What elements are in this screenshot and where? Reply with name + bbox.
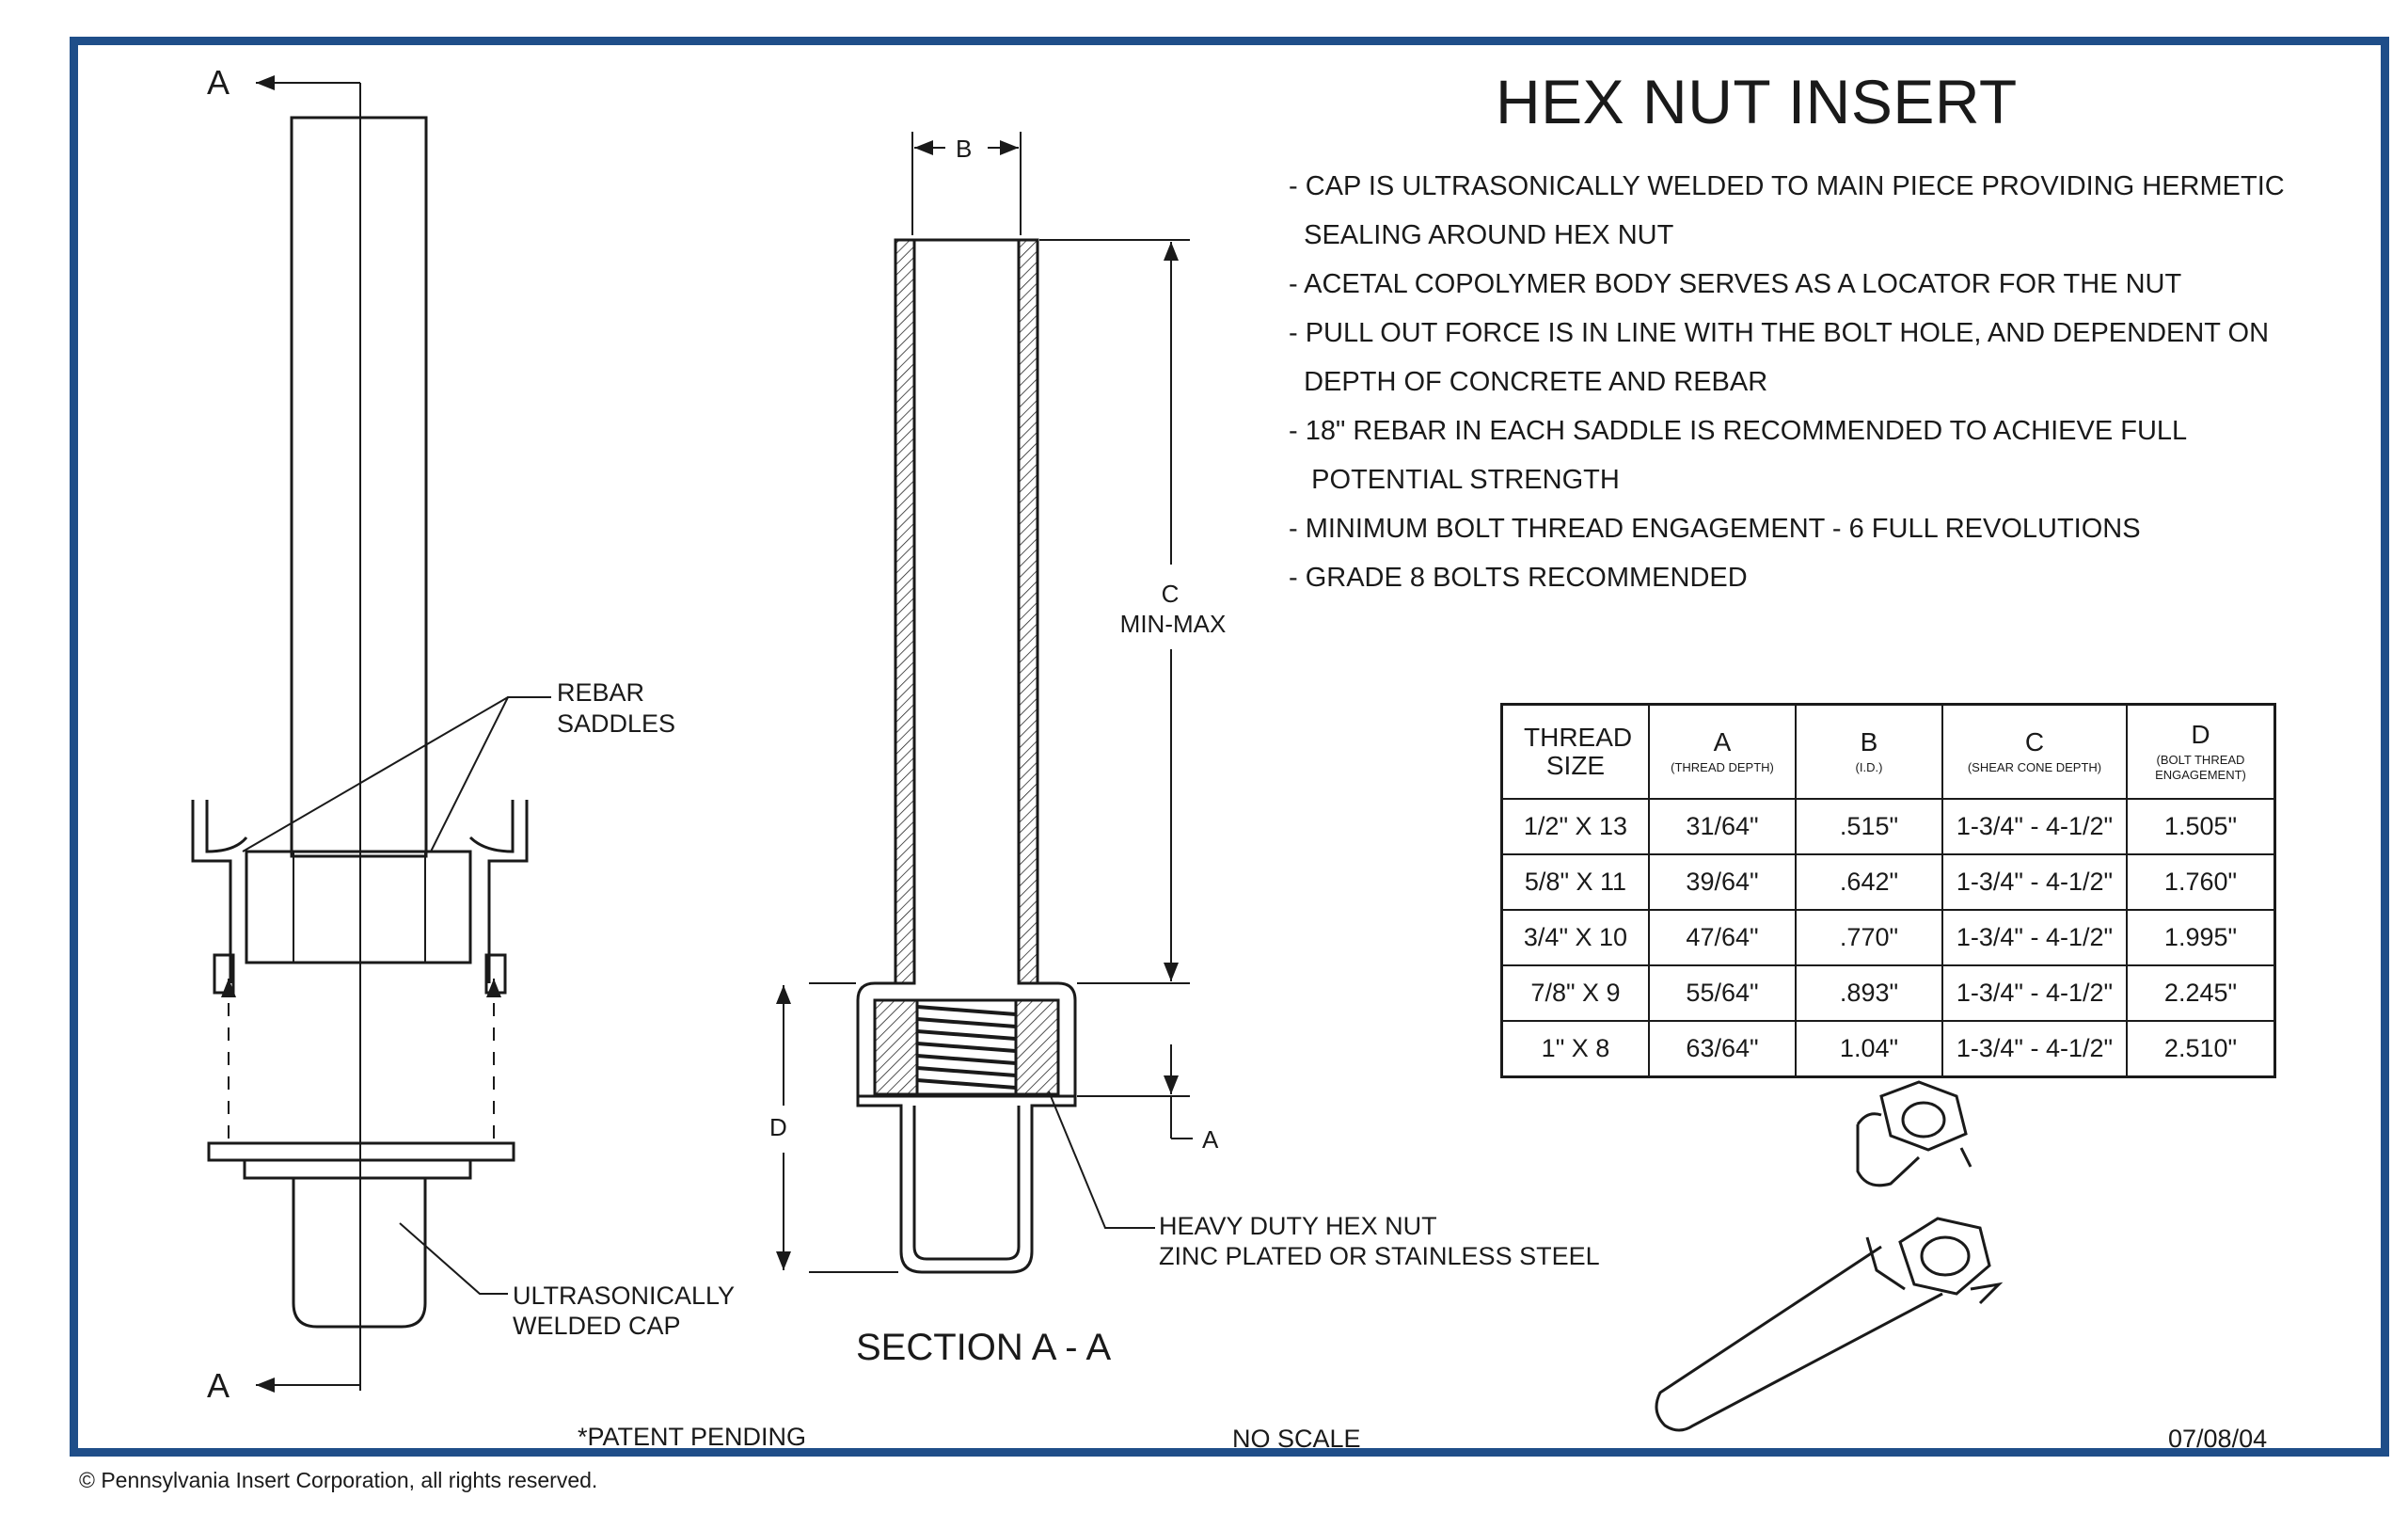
note-line: POTENTIAL STRENGTH bbox=[1289, 465, 1620, 495]
rebar-leader-2 bbox=[242, 696, 509, 852]
drawing-date: 07/08/04 bbox=[2168, 1425, 2268, 1453]
cap-label-line2: WELDED CAP bbox=[513, 1312, 681, 1340]
dim-c-sub-label: MIN-MAX bbox=[1120, 610, 1227, 638]
exterior-view bbox=[191, 75, 551, 1393]
cap-flange bbox=[207, 1141, 515, 1162]
table-cell: .770" bbox=[1795, 909, 1943, 966]
drawing-labels: A A B C MIN-MAX D A REBAR SADDLES ULTRAS… bbox=[207, 63, 1600, 1405]
cap-label-line1: ULTRASONICALLY bbox=[513, 1282, 735, 1310]
note-line: SEALING AROUND HEX NUT bbox=[1289, 220, 1674, 250]
section-view bbox=[776, 132, 1193, 1274]
insert-tube bbox=[290, 116, 428, 858]
nut-housing bbox=[856, 981, 1077, 1098]
header-c: C (SHEAR CONE DEPTH) bbox=[1941, 703, 2128, 800]
note-line: DEPTH OF CONCRETE AND REBAR bbox=[1289, 367, 1768, 397]
note-line: - PULL OUT FORCE IS IN LINE WITH THE BOL… bbox=[1289, 318, 2270, 348]
table-cell: .515" bbox=[1795, 798, 1943, 855]
note-line: - CAP IS ULTRASONICALLY WELDED TO MAIN P… bbox=[1289, 171, 2285, 201]
table-cell: .893" bbox=[1795, 964, 1943, 1022]
table-cell: 1-3/4" - 4-1/2" bbox=[1941, 1020, 2128, 1078]
table-cell: 39/64" bbox=[1648, 853, 1797, 911]
notes-list: - CAP IS ULTRASONICALLY WELDED TO MAIN P… bbox=[1289, 162, 2314, 602]
table-cell: 1-3/4" - 4-1/2" bbox=[1941, 909, 2128, 966]
rebar-saddle-left bbox=[191, 800, 232, 983]
header-a: A (THREAD DEPTH) bbox=[1648, 703, 1797, 800]
page-title: HEX NUT INSERT bbox=[1496, 67, 2018, 136]
table-row: 7/8" X 9 55/64" .893" 1-3/4" - 4-1/2" 2.… bbox=[1500, 964, 2276, 1022]
table-cell: 63/64" bbox=[1648, 1020, 1797, 1078]
section-label-top: A bbox=[207, 63, 230, 102]
table-cell: 2.510" bbox=[2126, 1020, 2276, 1078]
dim-c-label: C bbox=[1162, 580, 1180, 608]
note-line: - GRADE 8 BOLTS RECOMMENDED bbox=[1289, 563, 1748, 593]
patent-note: *PATENT PENDING bbox=[578, 1423, 807, 1451]
table-cell: 47/64" bbox=[1648, 909, 1797, 966]
note-line: - 18" REBAR IN EACH SADDLE IS RECOMMENDE… bbox=[1289, 416, 2188, 446]
hex-nut-body bbox=[245, 850, 472, 964]
table-row: 5/8" X 11 39/64" .642" 1-3/4" - 4-1/2" 1… bbox=[1500, 853, 2276, 911]
table-cell: 1.760" bbox=[2126, 853, 2276, 911]
nut-leader bbox=[1048, 1091, 1155, 1229]
header-b: B (I.D.) bbox=[1795, 703, 1943, 800]
table-cell: .642" bbox=[1795, 853, 1943, 911]
nut-label-line2: ZINC PLATED OR STAINLESS STEEL bbox=[1159, 1242, 1600, 1270]
tube-wall-left bbox=[894, 238, 916, 985]
table-cell: 1/2" X 13 bbox=[1500, 798, 1650, 855]
copyright-notice: © Pennsylvania Insert Corporation, all r… bbox=[79, 1468, 598, 1492]
table-cell: 1-3/4" - 4-1/2" bbox=[1941, 798, 2128, 855]
section-label-bottom: A bbox=[207, 1366, 230, 1405]
note-line: - MINIMUM BOLT THREAD ENGAGEMENT - 6 FUL… bbox=[1289, 514, 2141, 544]
dim-b-label: B bbox=[956, 135, 972, 163]
table-cell: 1-3/4" - 4-1/2" bbox=[1941, 964, 2128, 1022]
header-d: D (BOLT THREAD ENGAGEMENT) bbox=[2126, 703, 2276, 800]
cap-leader bbox=[399, 1222, 508, 1295]
spec-table: THREAD SIZE A (THREAD DEPTH) B (I.D.) C … bbox=[1500, 703, 2276, 1078]
table-row: 3/4" X 10 47/64" .770" 1-3/4" - 4-1/2" 1… bbox=[1500, 909, 2276, 966]
table-cell: 1" X 8 bbox=[1500, 1020, 1650, 1078]
table-cell: 1.995" bbox=[2126, 909, 2276, 966]
blue-border-frame bbox=[70, 37, 2389, 1457]
table-cell: 55/64" bbox=[1648, 964, 1797, 1022]
note-line: - ACETAL COPOLYMER BODY SERVES AS A LOCA… bbox=[1289, 269, 2182, 299]
dim-a-label: A bbox=[1202, 1125, 1219, 1154]
header-thread-size: THREAD SIZE bbox=[1500, 703, 1650, 800]
rebar-leader-1 bbox=[430, 696, 551, 852]
rebar-label-line2: SADDLES bbox=[557, 709, 675, 738]
table-row: 1" X 8 63/64" 1.04" 1-3/4" - 4-1/2" 2.51… bbox=[1500, 1020, 2276, 1078]
table-header-row: THREAD SIZE A (THREAD DEPTH) B (I.D.) C … bbox=[1500, 703, 2276, 800]
iso-cap-sketch bbox=[1856, 1080, 1972, 1187]
table-row: 1/2" X 13 31/64" .515" 1-3/4" - 4-1/2" 1… bbox=[1500, 798, 2276, 855]
iso-insert-sketch bbox=[1655, 1217, 2004, 1432]
table-cell: 1.04" bbox=[1795, 1020, 1943, 1078]
spec-table-wrapper: THREAD SIZE A (THREAD DEPTH) B (I.D.) C … bbox=[1500, 703, 2276, 1078]
section-title: SECTION A - A bbox=[856, 1327, 1112, 1368]
table-cell: 5/8" X 11 bbox=[1500, 853, 1650, 911]
tube-wall-right bbox=[1017, 238, 1039, 985]
table-cell: 2.245" bbox=[2126, 964, 2276, 1022]
rebar-label-line1: REBAR bbox=[557, 678, 644, 707]
welded-cap bbox=[292, 1178, 427, 1329]
dim-d-label: D bbox=[769, 1113, 787, 1141]
thread-lines bbox=[916, 1005, 1017, 1090]
scale-note: NO SCALE bbox=[1232, 1425, 1361, 1453]
table-cell: 3/4" X 10 bbox=[1500, 909, 1650, 966]
section-cap bbox=[856, 1096, 1077, 1274]
table-cell: 1.505" bbox=[2126, 798, 2276, 855]
rebar-saddle-right bbox=[487, 800, 529, 983]
table-cell: 7/8" X 9 bbox=[1500, 964, 1650, 1022]
nut-label-line1: HEAVY DUTY HEX NUT bbox=[1159, 1212, 1437, 1240]
table-cell: 1-3/4" - 4-1/2" bbox=[1941, 853, 2128, 911]
isometric-sketches bbox=[1655, 1080, 2004, 1432]
table-cell: 31/64" bbox=[1648, 798, 1797, 855]
